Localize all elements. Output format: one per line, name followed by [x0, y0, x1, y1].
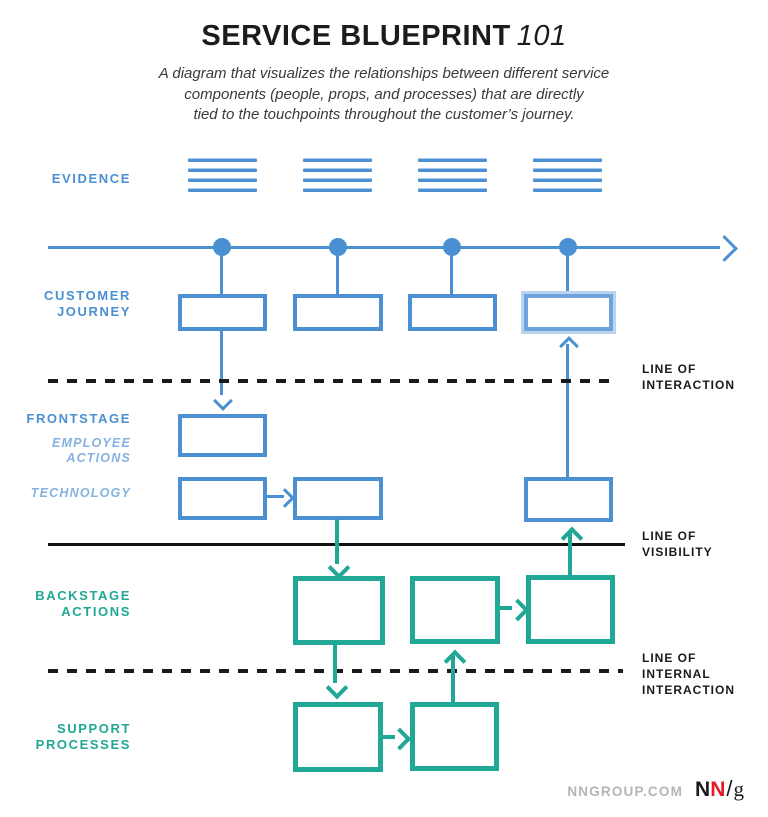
technology-box-2 — [293, 477, 383, 520]
row-label-text: ACTIONS — [61, 604, 131, 619]
divider-label-text: LINE OF — [642, 651, 697, 665]
timeline-arrowhead-icon — [711, 235, 738, 262]
technology-box-3 — [524, 477, 613, 522]
evidence-lines-icon — [303, 159, 372, 192]
divider-label-text: INTERACTION — [642, 683, 735, 697]
arrow-backstage2-to-backstage3 — [500, 606, 512, 610]
customer-journey-box-2 — [293, 294, 383, 331]
arrow-technology1-to-technology2 — [267, 495, 284, 498]
line-of-interaction-divider — [48, 379, 618, 383]
customer-journey-box-3 — [408, 294, 497, 331]
page-title-suffix: 101 — [516, 20, 567, 52]
line-of-visibility-label: LINE OF VISIBILITY — [642, 528, 762, 560]
row-label-text: CUSTOMER — [44, 288, 131, 303]
evidence-lines-icon — [418, 159, 487, 192]
logo-letter: N — [695, 778, 711, 801]
footer-site-url: NNGROUP.COM — [567, 784, 684, 799]
arrow-journey-to-frontstage — [220, 331, 223, 395]
line-of-internal-interaction-label: LINE OF INTERNAL INTERACTION — [642, 650, 762, 698]
support-box-1 — [293, 702, 383, 772]
touchpoint-stem-1 — [220, 247, 223, 294]
employee-actions-box — [178, 414, 267, 457]
arrow-support-to-backstage — [451, 656, 455, 702]
logo-slash: / — [726, 776, 733, 801]
divider-label-text: INTERNAL — [642, 667, 711, 681]
journey-timeline — [48, 246, 720, 249]
row-label-customer-journey: CUSTOMER JOURNEY — [0, 288, 131, 320]
page-subtitle: A diagram that visualizes the relationsh… — [0, 64, 768, 126]
down-arrowhead-icon — [213, 391, 233, 411]
row-label-text: BACKSTAGE — [35, 588, 131, 603]
row-label-text: ACTIONS — [66, 450, 131, 465]
page-title-main: SERVICE BLUEPRINT — [201, 20, 511, 52]
logo-letter: g — [733, 777, 745, 801]
arrow-support1-to-support2 — [383, 735, 395, 739]
touchpoint-stem-4 — [566, 247, 569, 294]
divider-label-text: LINE OF — [642, 529, 697, 543]
backstage-box-1 — [293, 576, 385, 645]
row-label-text: EMPLOYEE — [51, 436, 131, 450]
arrow-backstage-to-support — [333, 645, 337, 683]
row-label-evidence: EVIDENCE — [0, 171, 131, 187]
customer-journey-box-1 — [178, 294, 267, 331]
row-label-frontstage: FRONTSTAGE — [0, 411, 131, 427]
line-of-interaction-label: LINE OF INTERACTION — [642, 361, 762, 393]
row-label-text: JOURNEY — [56, 304, 131, 319]
row-label-text: SUPPORT — [56, 721, 131, 736]
up-arrowhead-icon — [559, 336, 579, 356]
subtitle-line: A diagram that visualizes the relationsh… — [158, 65, 610, 82]
touchpoint-stem-2 — [336, 247, 339, 294]
row-label-text: PROCESSES — [35, 737, 131, 752]
row-label-employee-actions: EMPLOYEE ACTIONS — [0, 436, 131, 465]
row-label-technology: TECHNOLOGY — [0, 486, 131, 501]
backstage-box-3 — [526, 575, 615, 644]
right-arrowhead-icon — [388, 727, 412, 751]
divider-label-text: VISIBILITY — [642, 545, 713, 559]
row-label-text: EVIDENCE — [51, 171, 131, 186]
footer: NNGROUP.COM NN/g — [567, 776, 744, 802]
technology-box-1 — [178, 477, 267, 520]
divider-label-text: LINE OF — [642, 362, 697, 376]
touchpoint-stem-3 — [450, 247, 453, 294]
evidence-lines-icon — [188, 159, 257, 192]
subtitle-line: components (people, props, and processes… — [184, 85, 584, 103]
support-box-2 — [410, 702, 499, 771]
arrow-technology-to-backstage — [335, 519, 339, 564]
backstage-box-2 — [410, 576, 500, 644]
arrow-technology-to-journey — [566, 344, 569, 477]
down-arrowhead-icon — [325, 676, 349, 700]
row-label-text: FRONTSTAGE — [26, 411, 131, 426]
right-arrowhead-icon — [275, 488, 295, 508]
row-label-backstage-actions: BACKSTAGE ACTIONS — [0, 588, 131, 620]
row-label-support-processes: SUPPORT PROCESSES — [0, 721, 131, 753]
arrow-backstage-to-technology — [568, 532, 572, 575]
evidence-lines-icon — [533, 159, 602, 192]
divider-label-text: INTERACTION — [642, 378, 735, 392]
customer-journey-box-4 — [524, 294, 613, 331]
nng-logo: NN/g — [695, 776, 744, 802]
subtitle-line: tied to the touchpoints throughout the c… — [193, 106, 575, 123]
logo-letter: N — [710, 778, 726, 801]
row-label-text: TECHNOLOGY — [30, 486, 131, 500]
